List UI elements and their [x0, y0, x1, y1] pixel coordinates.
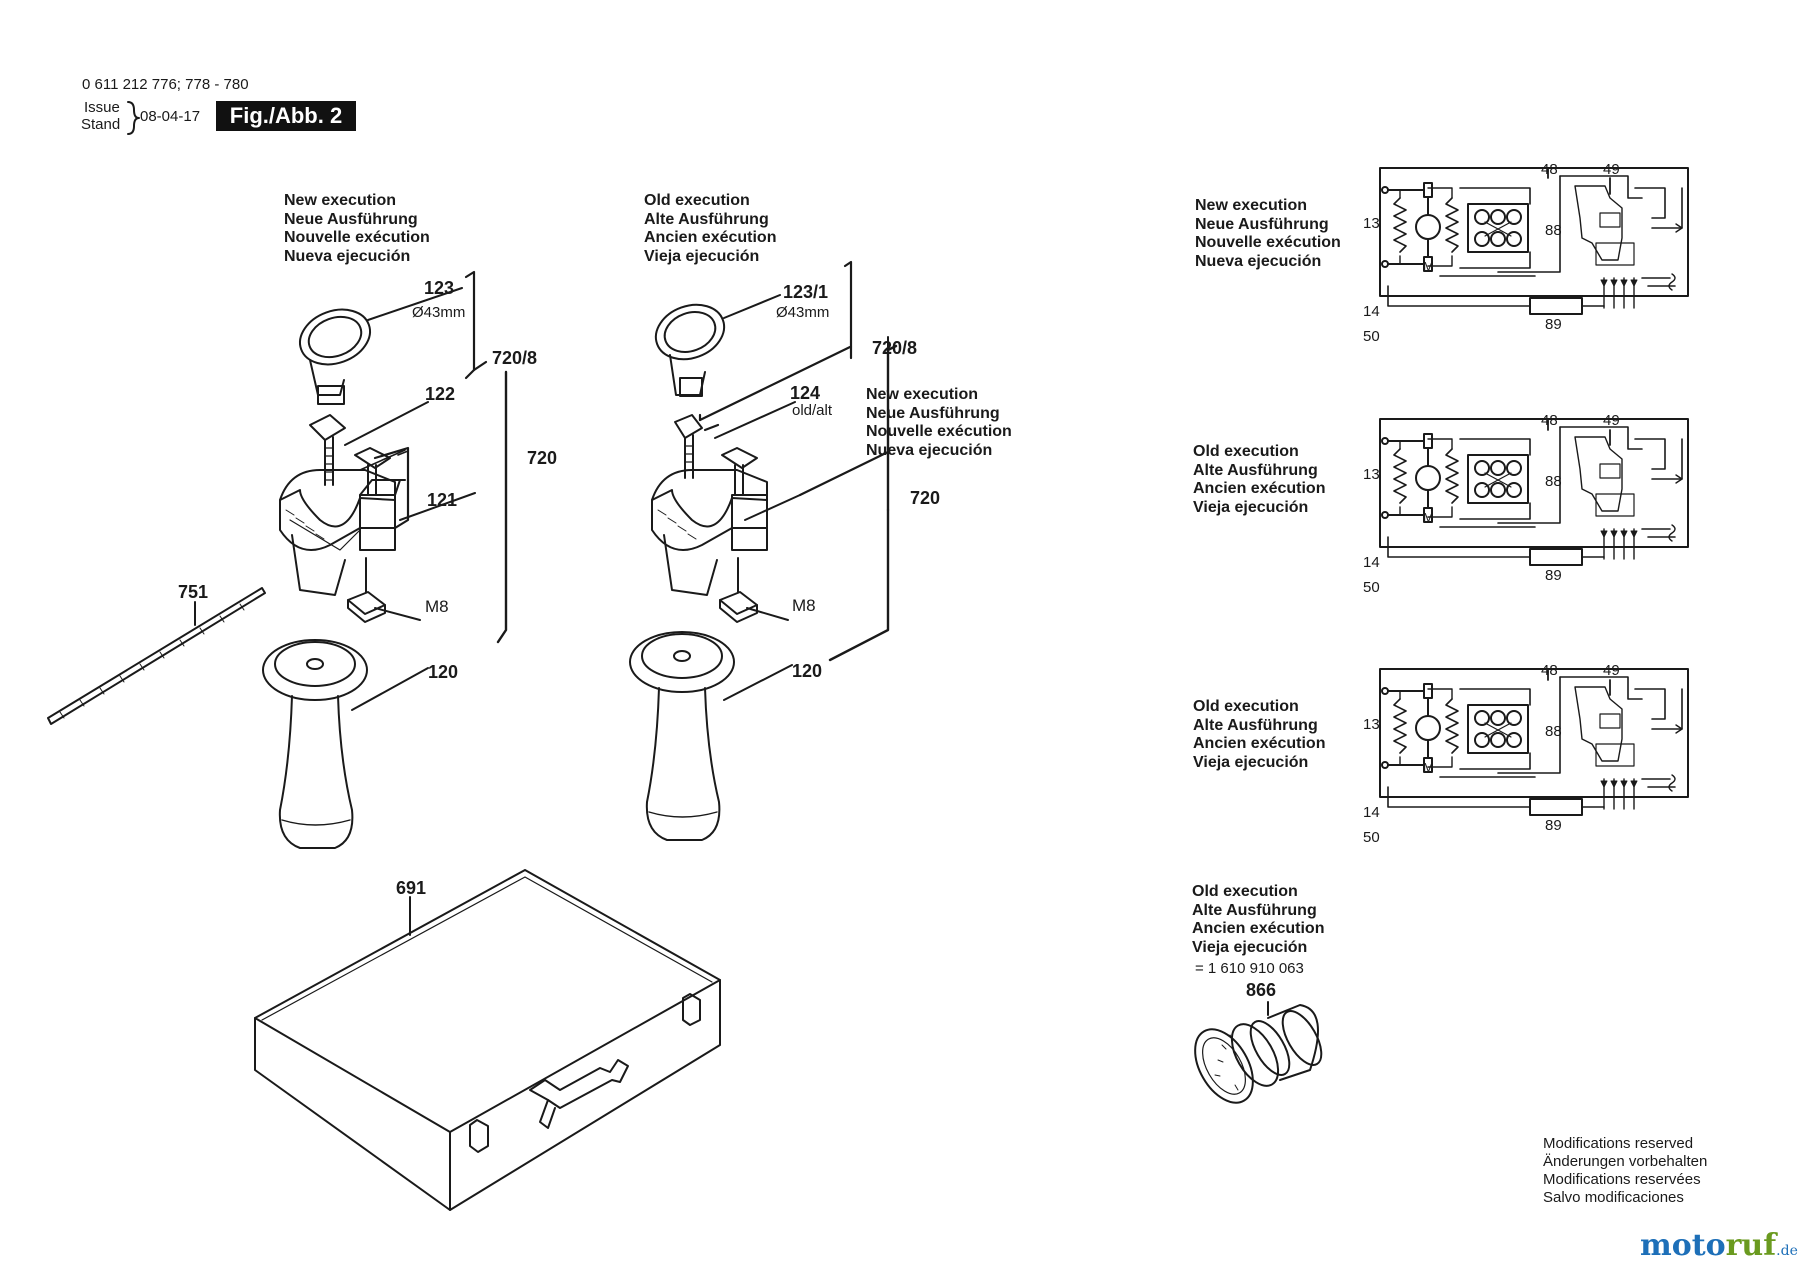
part-121: 121	[427, 490, 458, 510]
motor-d2: M	[1423, 510, 1434, 525]
part-122: 122	[425, 384, 456, 404]
nut-m8-left-label: M8	[425, 597, 449, 616]
nut-m8-left	[347, 557, 421, 623]
wire-89-d2: 89	[1545, 567, 1562, 584]
part-numbers: 0 611 212 776; 778 - 780	[82, 76, 249, 93]
part-720-middle: 720	[910, 488, 941, 508]
nut-m8-middle-label: M8	[792, 596, 816, 615]
handle-clamp-band-new	[299, 287, 463, 405]
exec-label-middle-new: New execution Neue Ausführung Nouvelle e…	[866, 386, 1012, 459]
exec-label-left: New execution Neue Ausführung Nouvelle e…	[284, 192, 430, 265]
part-124: 124	[790, 383, 821, 403]
diameter-left: Ø43mm	[412, 304, 466, 321]
part-120-middle: 120	[792, 661, 823, 681]
exec-label-wiring-new: New execution Neue Ausführung Nouvelle e…	[1195, 197, 1341, 270]
part-691: 691	[396, 878, 427, 898]
part-866: 866	[1246, 980, 1277, 1000]
brackets-left	[373, 270, 508, 644]
holder-121	[279, 447, 476, 596]
wire-14-d3: 14	[1363, 804, 1380, 821]
motoruf-logo[interactable]: motoruf.de	[1640, 1228, 1798, 1263]
figure-label: Fig./Abb. 2	[216, 101, 356, 131]
wire-13-d1: 13	[1363, 215, 1380, 232]
part-751: 751	[178, 582, 209, 602]
old-alt-label: old/alt	[792, 402, 833, 419]
wire-50-d2: 50	[1363, 579, 1380, 596]
part-720-8-middle: 720/8	[872, 338, 918, 358]
handle-clamp-band-old	[654, 294, 781, 397]
motor-d1: M	[1423, 259, 1434, 274]
wire-50-d1: 50	[1363, 328, 1380, 345]
motor-d3: M	[1423, 760, 1434, 775]
depth-rod-751	[47, 587, 266, 725]
side-handle-120-left	[262, 639, 429, 849]
carrying-case-691	[254, 869, 721, 1211]
modifications-notice: Modifications reserved Änderungen vorbeh…	[1543, 1135, 1708, 1206]
ring-866	[1194, 1001, 1323, 1104]
wiring-leader-lines	[1547, 167, 1611, 696]
exec-label-wiring-old-1: Old execution Alte Ausführung Ancien exé…	[1193, 443, 1326, 516]
part-123: 123	[424, 278, 455, 298]
wire-88-d1: 88	[1545, 222, 1562, 239]
wiring-diagram-new	[1379, 167, 1689, 315]
header-brace	[127, 101, 140, 135]
stand-label: Stand	[81, 116, 121, 133]
wire-48-d2: 48	[1541, 412, 1558, 429]
wire-48-d1: 48	[1541, 161, 1558, 178]
part-120-left: 120	[428, 662, 459, 682]
wire-13-d2: 13	[1363, 466, 1380, 483]
side-handle-120-middle	[629, 631, 793, 841]
exec-label-middle: Old execution Alte Ausführung Ancien exé…	[644, 192, 777, 265]
part-123-1: 123/1	[783, 282, 829, 302]
logo-part-ruf: ruf	[1725, 1228, 1777, 1263]
wire-49-d2: 49	[1603, 412, 1620, 429]
wire-13-d3: 13	[1363, 716, 1380, 733]
logo-part-moto: moto	[1640, 1228, 1726, 1263]
logo-tld: .de	[1776, 1243, 1798, 1259]
wing-bolt-122	[309, 401, 429, 486]
wire-49-d3: 49	[1603, 662, 1620, 679]
issue-date: 08-04-17	[140, 108, 201, 125]
holder-old	[651, 447, 801, 596]
wire-14-d1: 14	[1363, 303, 1380, 320]
nut-m8-middle	[719, 557, 789, 623]
wiring-diagram-old-2	[1379, 668, 1689, 816]
wiring-diagram-old-1	[1379, 418, 1689, 566]
wire-88-d2: 88	[1545, 473, 1562, 490]
wire-49-d1: 49	[1603, 161, 1620, 178]
wire-88-d3: 88	[1545, 723, 1562, 740]
wire-50-d3: 50	[1363, 829, 1380, 846]
ring-part-number: = 1 610 910 063	[1195, 960, 1304, 977]
part-720-left: 720	[527, 448, 558, 468]
diameter-middle: Ø43mm	[776, 304, 830, 321]
wire-48-d3: 48	[1541, 662, 1558, 679]
exec-label-wiring-old-2: Old execution Alte Ausführung Ancien exé…	[1193, 698, 1326, 771]
brackets-middle	[698, 260, 898, 662]
part-720-8-left: 720/8	[492, 348, 538, 368]
issue-label: Issue	[84, 99, 120, 116]
wire-14-d2: 14	[1363, 554, 1380, 571]
wire-89-d1: 89	[1545, 316, 1562, 333]
wire-89-d3: 89	[1545, 817, 1562, 834]
exec-label-ring: Old execution Alte Ausführung Ancien exé…	[1192, 883, 1325, 956]
